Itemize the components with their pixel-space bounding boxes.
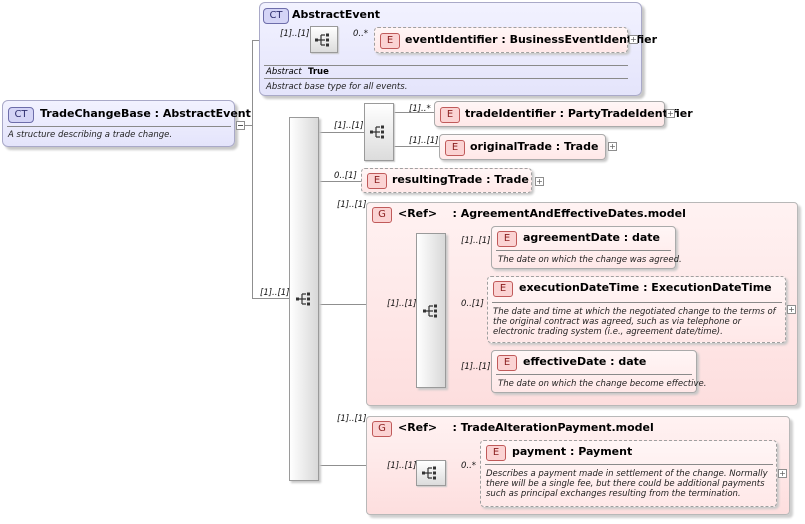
sequence-icon[interactable]: [310, 26, 338, 53]
element-badge: E: [493, 281, 513, 297]
divider: [264, 65, 628, 66]
element-payment[interactable]: E payment : Payment Describes a payment …: [480, 440, 777, 507]
multiplicity: 0..[1]: [461, 299, 484, 309]
multiplicity: [1]..[1]: [337, 200, 367, 210]
expand-toggle[interactable]: +: [608, 142, 617, 151]
element-name: eventIdentifier : BusinessEventIdentifie…: [405, 33, 658, 46]
divider: [492, 302, 782, 303]
connector: [252, 298, 289, 299]
element-badge: E: [440, 107, 460, 123]
multiplicity: [1]..[1]: [409, 136, 439, 146]
group-title: <Ref> : TradeAlterationPayment.model: [398, 421, 654, 434]
abstract-label: Abstract: [266, 67, 302, 77]
element-description: Describes a payment made in settlement o…: [486, 469, 768, 499]
element-badge: E: [497, 231, 517, 247]
complex-type-badge: CT: [8, 107, 34, 123]
expand-toggle[interactable]: +: [666, 109, 675, 118]
divider: [496, 374, 692, 375]
element-original-trade[interactable]: E originalTrade : Trade: [439, 134, 606, 160]
expand-toggle[interactable]: +: [778, 469, 787, 478]
multiplicity: [1]..[1]: [337, 414, 367, 424]
connector: [394, 146, 439, 147]
element-badge: E: [380, 33, 400, 49]
element-name: payment : Payment: [512, 445, 633, 458]
group-title: <Ref> : AgreementAndEffectiveDates.model: [398, 207, 686, 220]
multiplicity: [1]..[1]: [334, 121, 364, 131]
connector: [252, 40, 253, 298]
complex-type-badge: CT: [263, 8, 289, 24]
group-badge: G: [372, 207, 392, 223]
element-description: The date on which the change become effe…: [498, 379, 707, 389]
element-agreement-date[interactable]: E agreementDate : date The date on which…: [491, 226, 682, 269]
base-type-title: AbstractEvent: [292, 8, 381, 21]
multiplicity: [1]..[1]: [387, 299, 417, 309]
element-name: effectiveDate : date: [523, 355, 647, 368]
connector: [319, 181, 361, 182]
sequence-icon: [423, 304, 441, 321]
element-badge: E: [497, 355, 517, 371]
root-title: TradeChangeBase : AbstractEvent: [40, 107, 251, 120]
element-description: The date and time at which the negotiate…: [493, 307, 776, 337]
element-badge: E: [367, 173, 387, 189]
multiplicity: 0..*: [461, 461, 477, 471]
divider: [7, 126, 231, 127]
multiplicity: 0..[1]: [334, 171, 357, 181]
element-badge: E: [486, 445, 506, 461]
base-type-description: Abstract base type for all events.: [266, 82, 408, 92]
multiplicity: [1]..[1]: [461, 362, 491, 372]
expand-toggle[interactable]: +: [535, 177, 544, 186]
base-type-abstract-event[interactable]: CT AbstractEvent Abstract True Abstract …: [259, 2, 642, 96]
expand-toggle[interactable]: +: [787, 305, 796, 314]
element-name: resultingTrade : Trade: [392, 173, 529, 186]
sequence-icon[interactable]: [364, 103, 394, 161]
element-resulting-trade[interactable]: E resultingTrade : Trade: [361, 168, 532, 193]
collapse-toggle[interactable]: [236, 121, 245, 130]
divider: [496, 250, 671, 251]
element-name: tradeIdentifier : PartyTradeIdentifier: [465, 107, 693, 120]
element-event-identifier[interactable]: E eventIdentifier : BusinessEventIdentif…: [374, 27, 657, 53]
sequence-icon: [296, 292, 314, 309]
multiplicity: [1]..[1]: [387, 461, 417, 471]
multiplicity: [1]..[1]: [280, 29, 310, 39]
abstract-value: True: [308, 67, 329, 77]
element-effective-date[interactable]: E effectiveDate : date The date on which…: [491, 350, 706, 393]
element-name: executionDateTime : ExecutionDateTime: [519, 281, 772, 294]
expand-toggle[interactable]: +: [629, 35, 638, 44]
sequence-icon[interactable]: [416, 460, 446, 486]
group-badge: G: [372, 421, 392, 437]
connector: [319, 132, 364, 133]
multiplicity: 0..*: [353, 29, 369, 39]
multiplicity: [1]..*: [409, 104, 431, 114]
divider: [485, 464, 773, 465]
element-trade-identifier[interactable]: E tradeIdentifier : PartyTradeIdentifier: [434, 101, 693, 127]
connector: [394, 112, 434, 113]
element-name: agreementDate : date: [523, 231, 661, 244]
divider: [264, 78, 628, 79]
element-name: originalTrade : Trade: [470, 140, 599, 153]
element-execution-date-time[interactable]: E executionDateTime : ExecutionDateTime …: [487, 276, 786, 343]
element-badge: E: [445, 140, 465, 156]
element-description: The date on which the change was agreed.: [498, 255, 682, 265]
root-description: A structure describing a trade change.: [8, 130, 173, 140]
root-complex-type[interactable]: CT TradeChangeBase : AbstractEvent A str…: [2, 100, 251, 147]
multiplicity: [1]..[1]: [260, 288, 290, 298]
multiplicity: [1]..[1]: [461, 236, 491, 246]
